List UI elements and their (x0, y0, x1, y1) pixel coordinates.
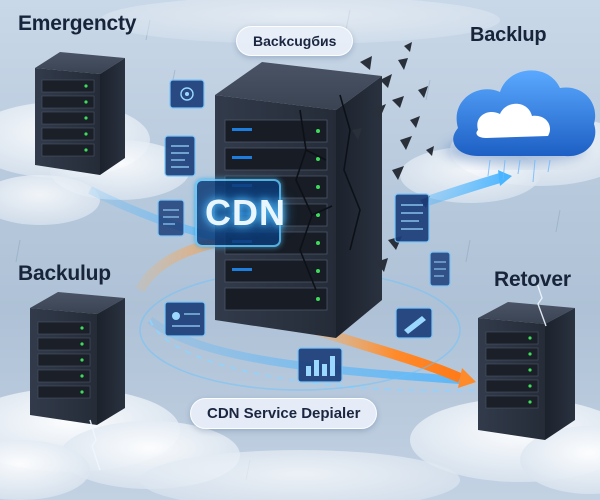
floating-panel-document-4 (429, 251, 451, 287)
top-banner: Backcugбиs (236, 26, 354, 56)
emergency-label: Emergencty (18, 12, 137, 35)
emergency-server-icon (35, 52, 125, 175)
recover-label: Retover (494, 268, 571, 291)
backup-top-right-label: Backlup (470, 24, 547, 46)
floating-panel-document-2 (157, 199, 185, 237)
cloud-icon (445, 70, 596, 183)
floating-panel-chart-left (164, 301, 206, 337)
backup-server-icon (30, 292, 125, 425)
floating-panel-document-1 (164, 135, 196, 177)
floating-panel-document-3 (394, 193, 430, 243)
backup-left-label: Backulup (18, 262, 111, 285)
flow-arrowheads (458, 170, 512, 388)
cdn-badge (195, 179, 281, 247)
document-icon (171, 145, 189, 168)
orange-arrow-icon (458, 368, 476, 388)
bar-chart-icon (306, 356, 335, 376)
blue-arrow-icon (498, 170, 512, 186)
bottom-banner: CDN Service Depialer (190, 398, 378, 429)
gear-icon (180, 87, 194, 101)
floating-panel-pen (395, 307, 433, 339)
cdn-badge-label: CDN (205, 192, 286, 233)
floating-panel-bar-chart (297, 347, 343, 383)
lightning-icon (89, 279, 547, 471)
recover-server-icon (478, 302, 575, 440)
floating-panel-gear (169, 79, 205, 109)
